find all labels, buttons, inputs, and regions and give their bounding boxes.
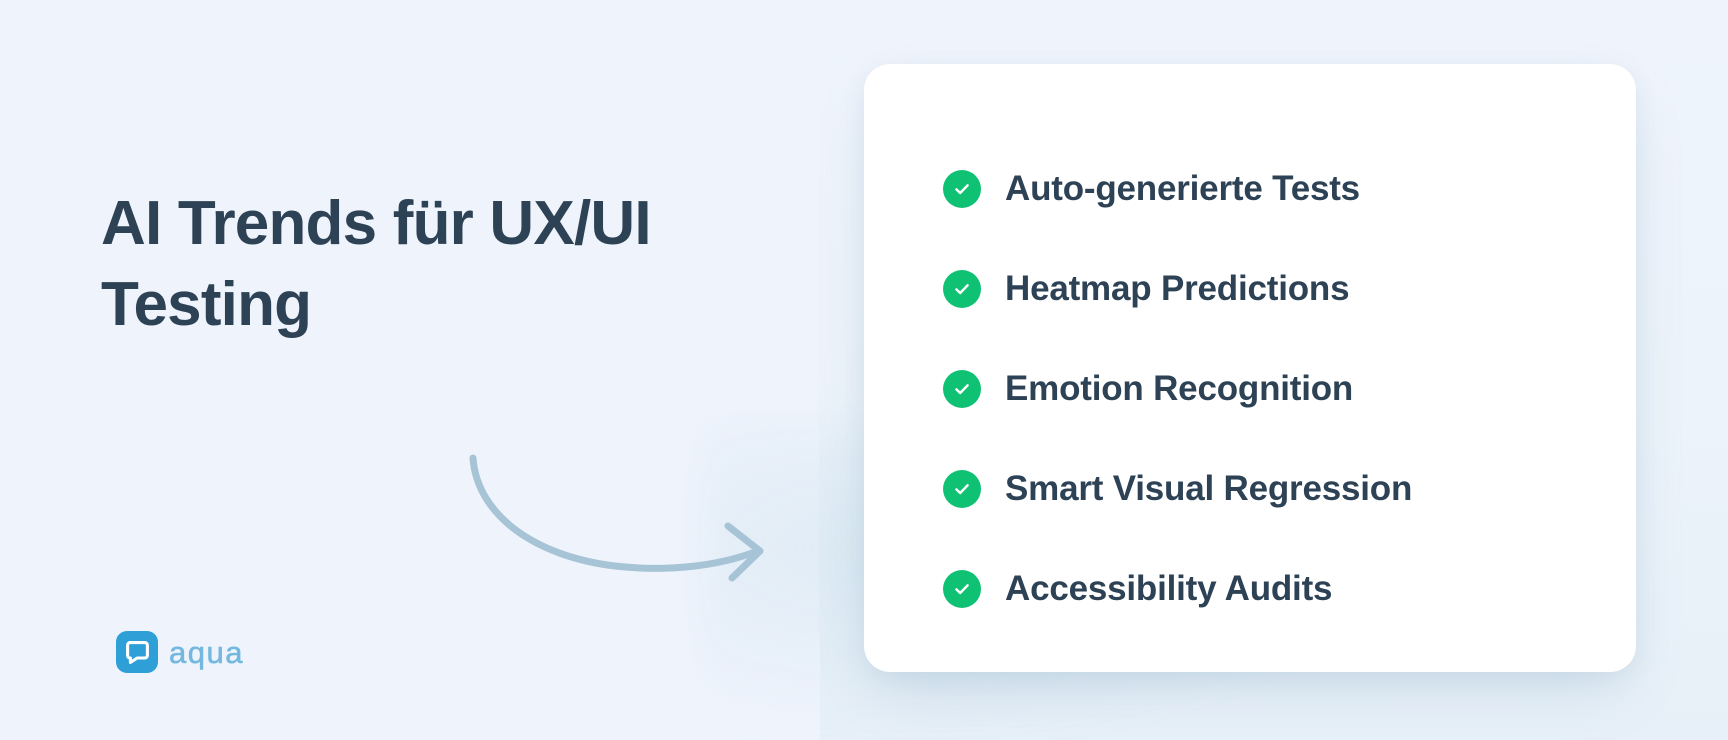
list-item: Accessibility Audits: [943, 539, 1596, 639]
list-item-label: Auto-generierte Tests: [1005, 169, 1360, 208]
aqua-wordmark: aqua: [169, 634, 244, 670]
feature-check-list: Auto-generierte Tests Heatmap Prediction…: [943, 139, 1596, 639]
list-item: Emotion Recognition: [943, 339, 1596, 439]
aqua-logo[interactable]: aqua: [116, 631, 244, 673]
list-item: Heatmap Predictions: [943, 239, 1596, 339]
page-title: AI Trends für UX/UI Testing: [101, 189, 652, 340]
check-circle-icon: [943, 170, 981, 208]
feature-card: Auto-generierte Tests Heatmap Prediction…: [864, 64, 1636, 672]
list-item-label: Smart Visual Regression: [1005, 469, 1413, 508]
check-circle-icon: [943, 270, 981, 308]
hero-left-column: AI Trends für UX/UI Testing aqua: [0, 0, 830, 740]
list-item-label: Heatmap Predictions: [1005, 269, 1350, 308]
check-circle-icon: [943, 370, 981, 408]
check-circle-icon: [943, 570, 981, 608]
list-item-label: Accessibility Audits: [1005, 569, 1333, 608]
list-item-label: Emotion Recognition: [1005, 369, 1354, 408]
list-item: Auto-generierte Tests: [943, 139, 1596, 239]
curved-arrow-right-icon: [455, 452, 795, 592]
check-circle-icon: [943, 470, 981, 508]
list-item: Smart Visual Regression: [943, 439, 1596, 539]
aqua-speech-bubble-icon: [116, 631, 158, 673]
